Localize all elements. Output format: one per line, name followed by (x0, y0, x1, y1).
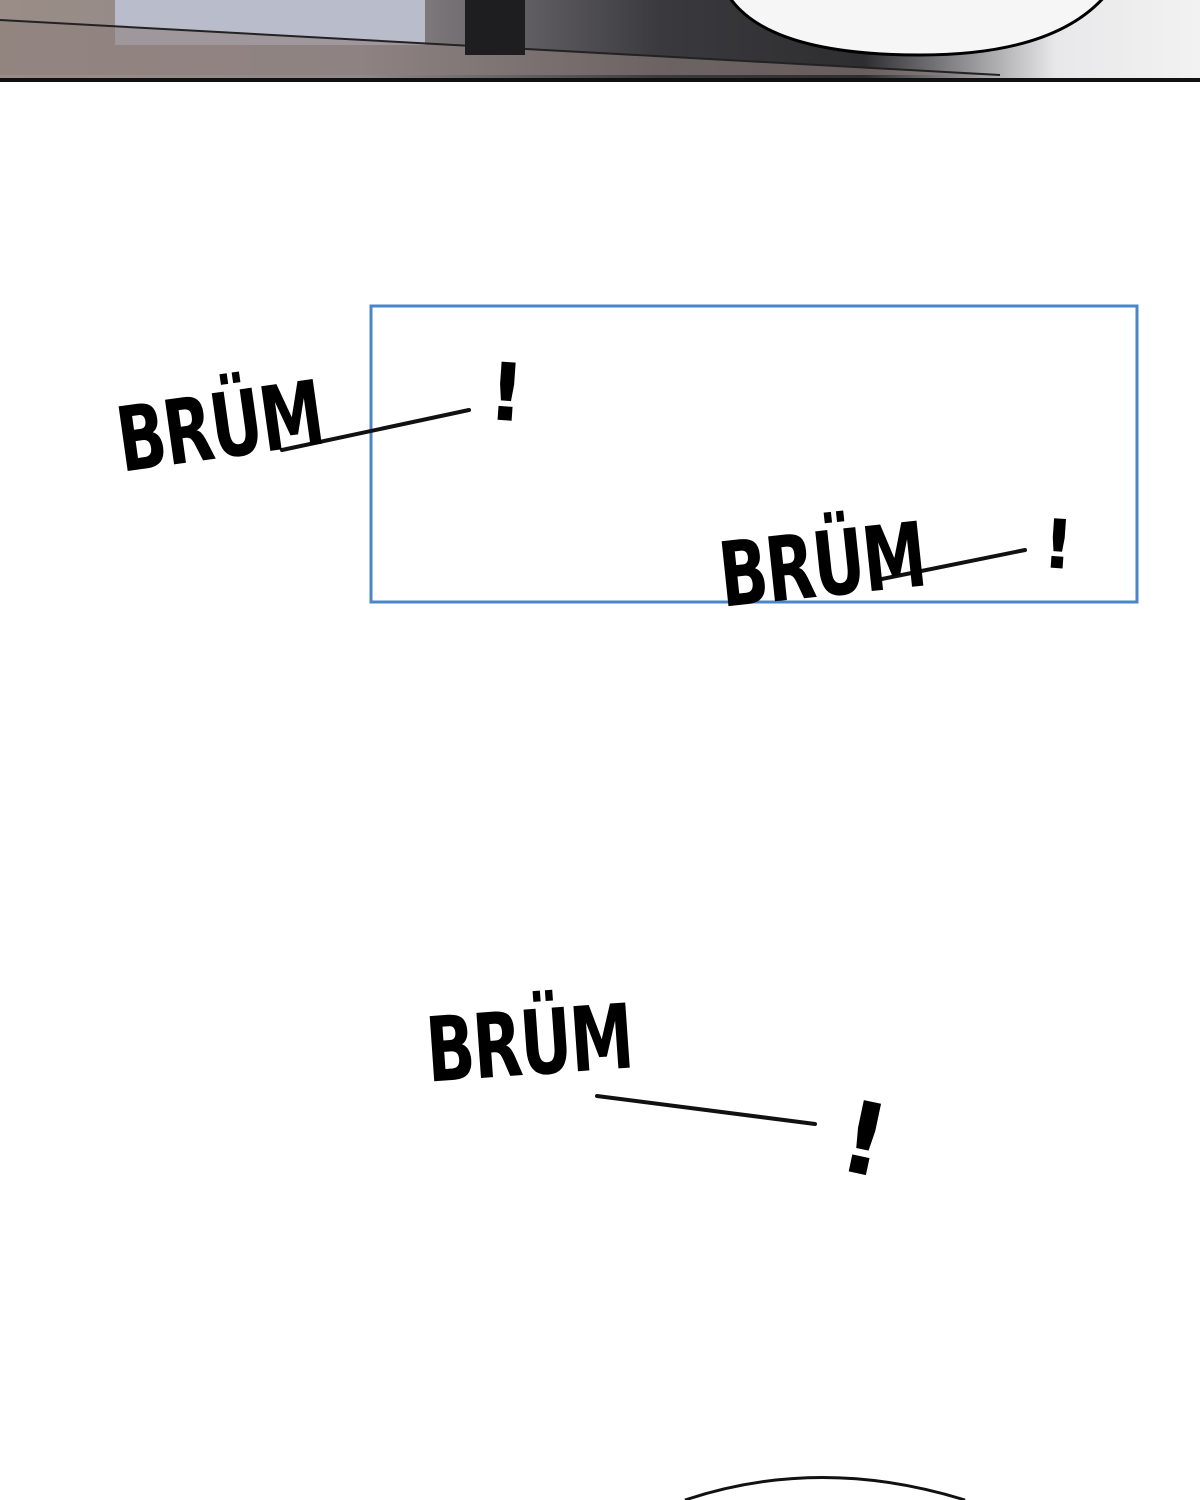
sfx-exclaim-2: ! (1040, 505, 1075, 587)
sfx-dash-3 (595, 1094, 817, 1126)
speech-bubble (729, 0, 1104, 57)
dark-pillar (465, 0, 525, 55)
top-comic-panel (0, 0, 1200, 82)
sfx-dash-2 (875, 548, 1027, 582)
top-panel-art (0, 0, 1104, 76)
sfx-exclaim-1: ! (485, 345, 526, 441)
bottom-bubble-edge (684, 1476, 966, 1500)
sfx-dash-1 (280, 408, 471, 452)
sfx-text-2: BRÜM (714, 504, 930, 629)
blue-panel-frame (369, 304, 1139, 604)
sfx-text-3: BRÜM (422, 986, 636, 1104)
